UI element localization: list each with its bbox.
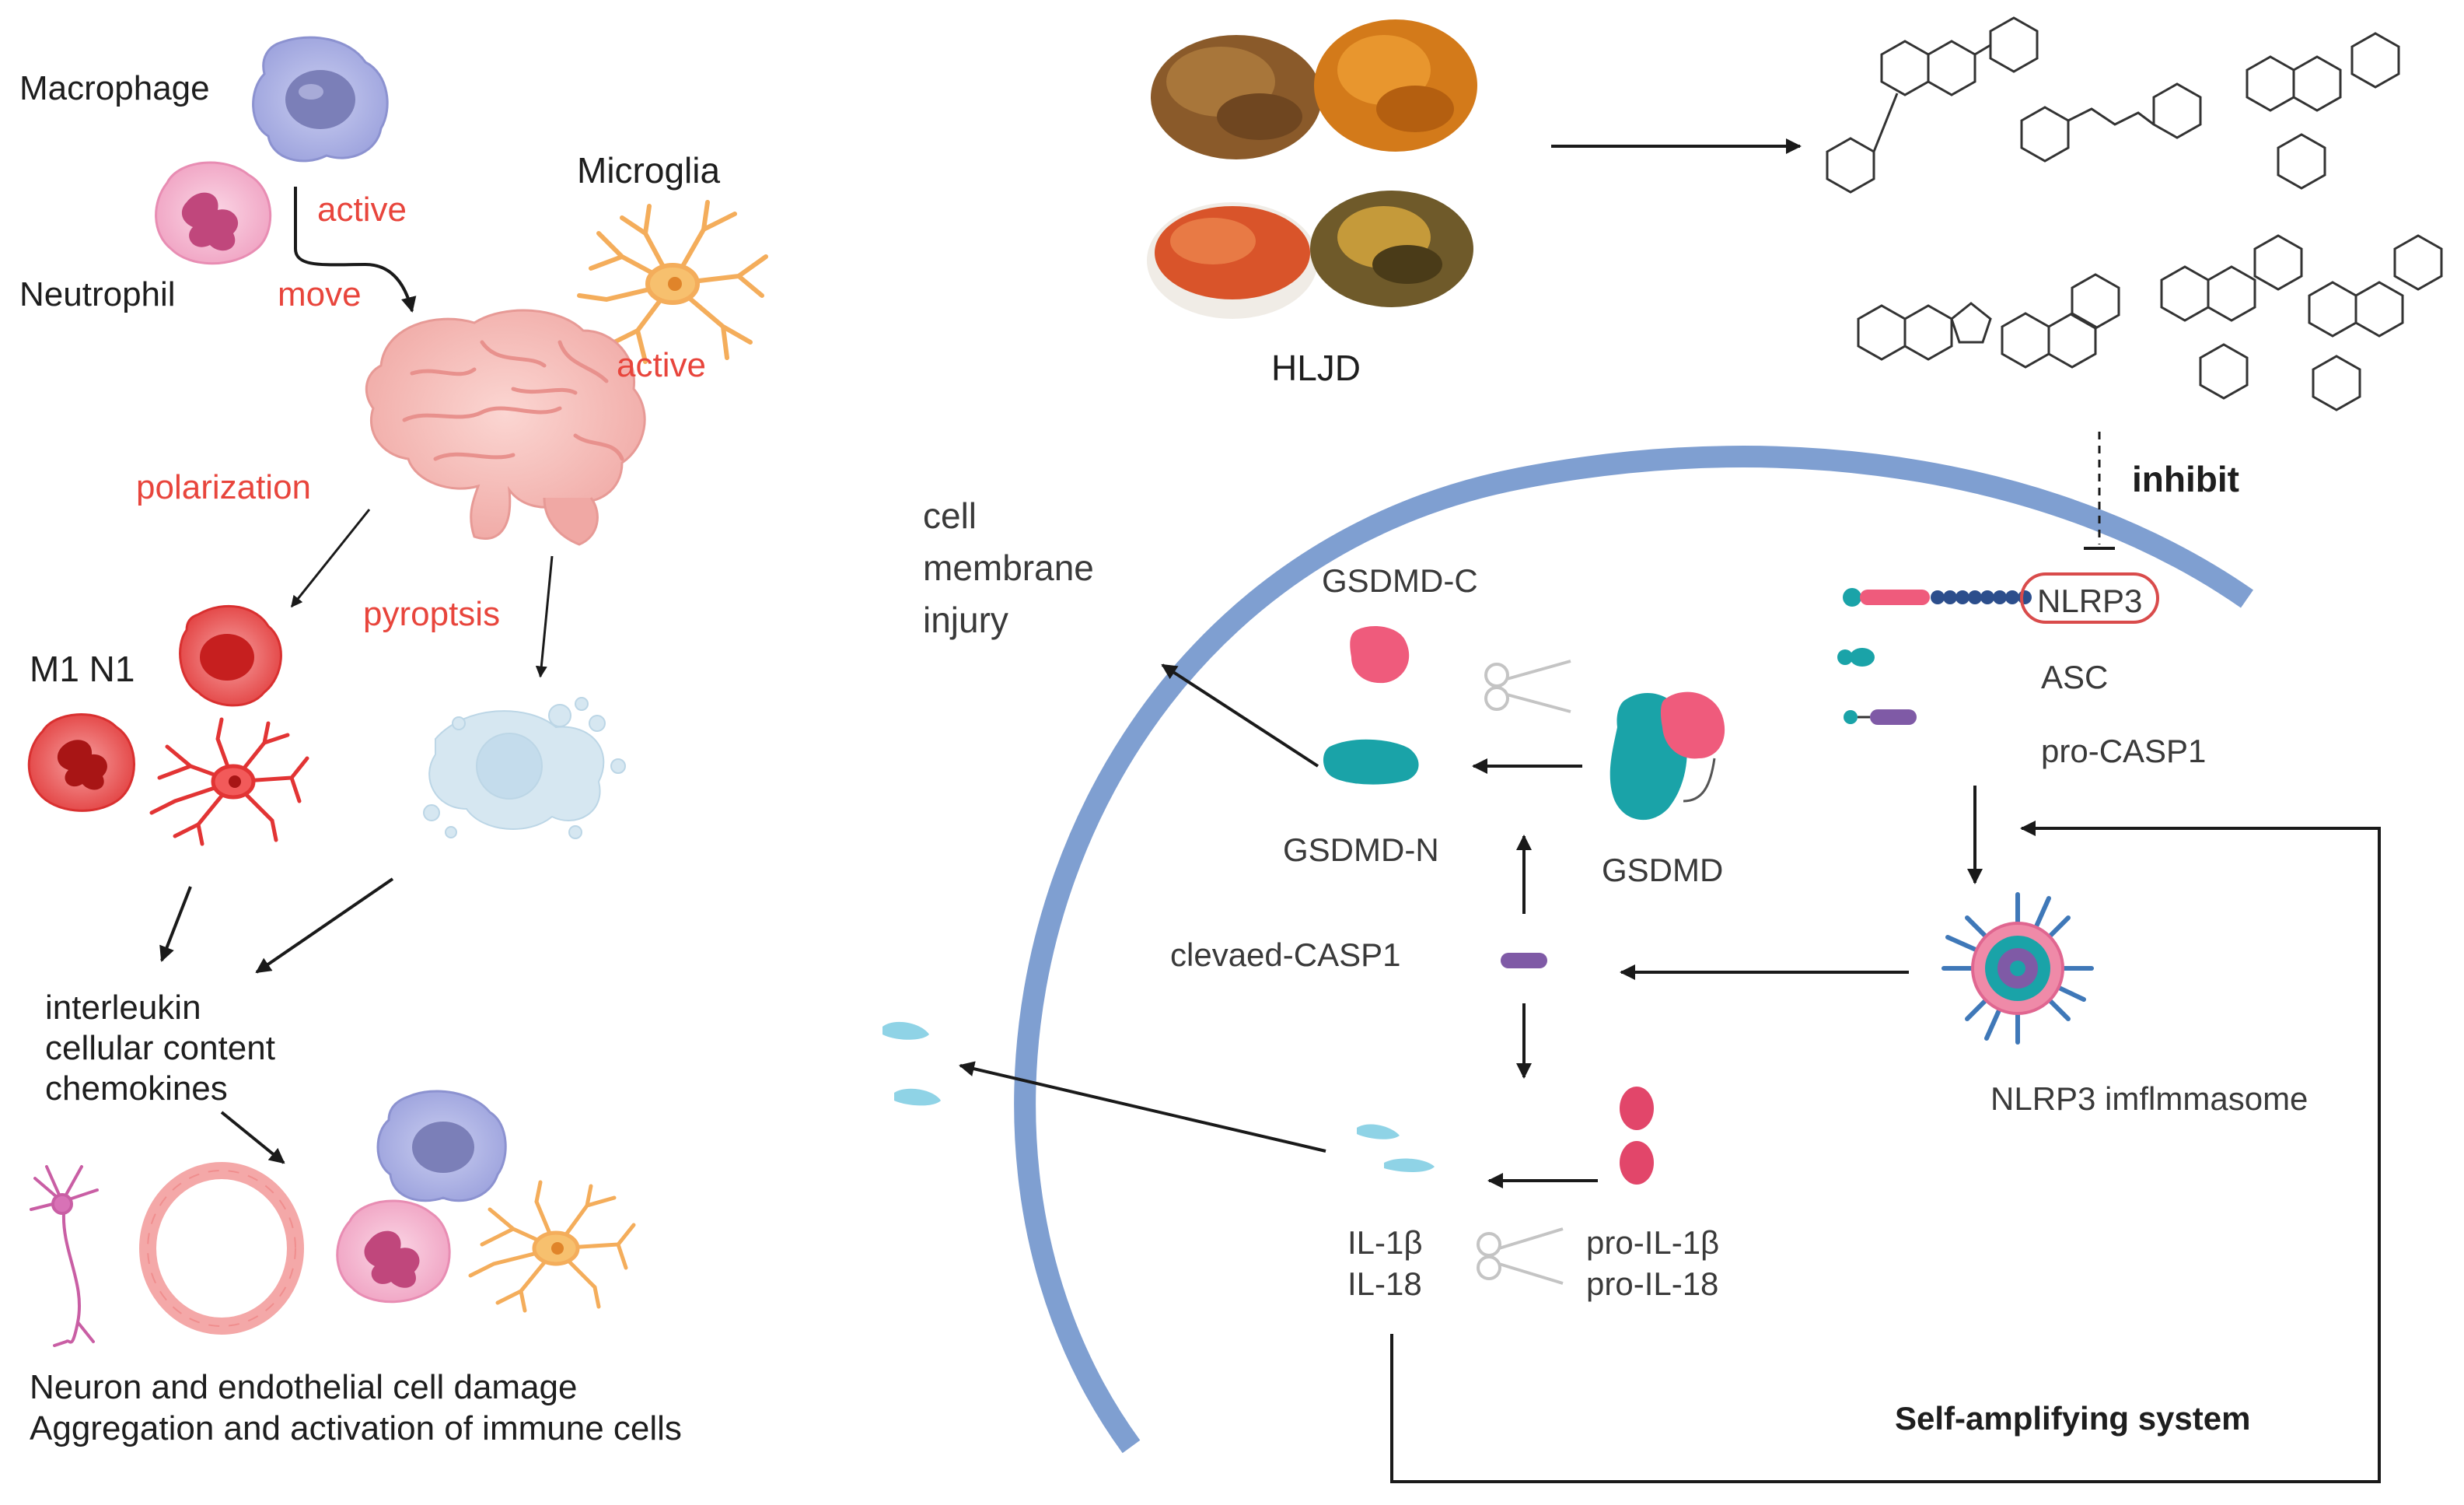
macrophage-label: Macrophage — [19, 69, 210, 107]
microglia-icon — [577, 200, 768, 364]
pro-casp1-molecule-icon — [1844, 709, 1917, 725]
pro-il-icon — [1620, 1141, 1654, 1185]
herb-icon — [1310, 191, 1473, 307]
chemical-structure-icon — [2020, 82, 2202, 163]
chemical-structure-icon — [1826, 16, 2039, 194]
herb-icon — [1314, 19, 1477, 152]
active-label-2: active — [617, 346, 706, 384]
pro-il-icon — [1620, 1087, 1654, 1130]
membrane-injury-line1: cell — [923, 495, 977, 536]
cleaved-casp1-label: clevaed-CASP1 — [1170, 936, 1401, 973]
chemical-structure-icon — [2308, 234, 2443, 411]
membrane-injury-line3: injury — [923, 600, 1008, 640]
scissors-icon — [1484, 660, 1571, 713]
pro-il18-label: pro-IL-18 — [1586, 1265, 1719, 1302]
m1n1-to-cytokine-arrow — [159, 886, 192, 962]
m1-n1-label: M1 N1 — [30, 649, 135, 689]
n1-neutrophil-icon — [27, 713, 135, 812]
polarization-label: polarization — [136, 468, 312, 506]
chemokines-label: chemokines — [45, 1069, 228, 1108]
chemical-structure-icon — [2246, 32, 2400, 190]
pyroptosis-to-cytokine-arrow — [255, 877, 394, 974]
scissors-icon — [1477, 1227, 1564, 1285]
polarization-arrow — [290, 509, 371, 608]
herb-icon — [1147, 202, 1318, 319]
microglia-label: Microglia — [577, 150, 721, 191]
interleukin-label: interleukin — [45, 989, 201, 1027]
neutrophil-icon — [155, 161, 272, 265]
damage-label-line1: Neuron and endothelial cell damage — [30, 1368, 578, 1406]
pro-il1b-label: pro-IL-1β — [1586, 1224, 1720, 1261]
gsdmd-protein-icon — [1609, 691, 1725, 821]
pyroptotic-cell-icon — [423, 697, 626, 839]
herb-icon — [1151, 35, 1322, 159]
inflammasome-label: NLRP3 imflmmasome — [1990, 1080, 2308, 1117]
pyroptsis-label: pyroptsis — [363, 595, 501, 633]
macrophage-icon — [376, 1090, 507, 1202]
cellular-content-label: cellular content — [45, 1029, 275, 1067]
damage-label-line2: Aggregation and activation of immune cel… — [30, 1409, 682, 1447]
hljd-label: HLJD — [1271, 348, 1361, 388]
self-amplifying-label: Self-amplifying system — [1895, 1400, 2251, 1437]
chemical-structure-icon — [1857, 302, 1992, 361]
neutrophil-label: Neutrophil — [19, 275, 176, 313]
pyroptosis-arrow — [535, 555, 554, 678]
brain-icon — [365, 309, 646, 546]
gsdmd-n-icon — [1323, 739, 1419, 785]
cytokine-icon — [882, 1021, 941, 1106]
il-release-arrow — [959, 1061, 1326, 1153]
neuron-icon — [30, 1165, 99, 1347]
gsdmd-n-label: GSDMD-N — [1283, 831, 1439, 868]
chemical-structure-icon — [2160, 234, 2303, 400]
gsdmd-c-icon — [1350, 626, 1410, 684]
inhibit-label: inhibit — [2132, 459, 2239, 499]
neutrophil-icon — [336, 1199, 451, 1304]
microglia-icon — [468, 1180, 636, 1313]
asc-molecule-icon — [1837, 648, 1875, 667]
migration-arrow — [294, 187, 417, 313]
cytokine-to-damage-arrow — [220, 1111, 285, 1164]
cleaved-casp1-icon — [1501, 953, 1547, 968]
active-label-1: active — [317, 191, 407, 229]
membrane-injury-line2: membrane — [923, 548, 1094, 588]
self-amplifying-loop — [1390, 821, 2381, 1483]
move-label: move — [278, 275, 362, 313]
asc-label: ASC — [2041, 659, 2109, 695]
macrophage-icon — [252, 36, 389, 163]
cell-membrane-arc — [1014, 446, 2253, 1454]
endothelial-ring-icon — [139, 1162, 304, 1335]
m1-macrophage-icon — [179, 604, 282, 707]
nlrp3-molecule-icon — [1843, 572, 2159, 624]
inflammasome-icon — [1941, 892, 2094, 1045]
pore-arrow — [1161, 663, 1319, 768]
pro-casp1-label: pro-CASP1 — [2041, 733, 2207, 769]
il18-label: IL-18 — [1347, 1265, 1422, 1302]
gsdmd-label: GSDMD — [1602, 852, 1724, 888]
m1-microglia-icon — [149, 717, 309, 846]
chemical-structure-icon — [2001, 273, 2120, 369]
cytokine-icon — [1357, 1124, 1435, 1172]
gsdmd-c-label: GSDMD-C — [1322, 562, 1478, 599]
nlrp3-label: NLRP3 — [2037, 583, 2143, 619]
il1b-label: IL-1β — [1347, 1224, 1423, 1261]
